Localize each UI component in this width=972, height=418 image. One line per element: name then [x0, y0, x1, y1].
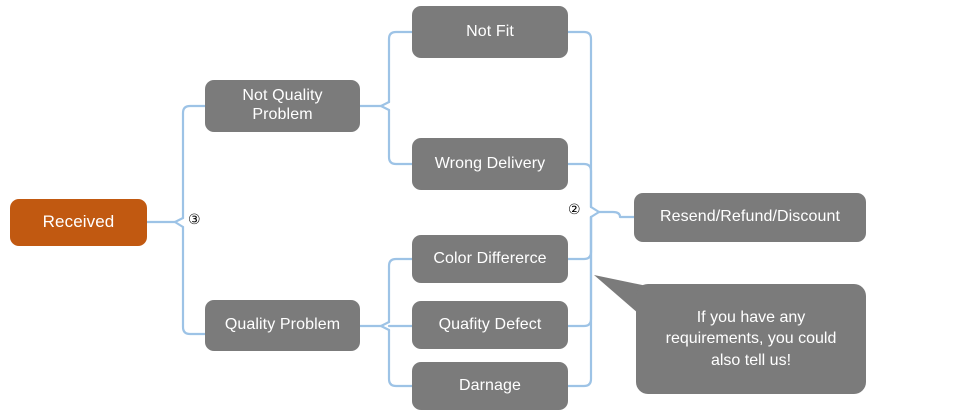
node-received-label: Received: [42, 212, 115, 232]
connector-qp-to-damage: [387, 328, 414, 388]
node-not-fit[interactable]: Not Fit: [412, 6, 568, 58]
connector-color-to-spine: [566, 215, 593, 261]
connector-nqp-stub: [358, 100, 391, 108]
node-wrong-delivery-label: Wrong Delivery: [434, 154, 546, 172]
connector-left-spine: [181, 104, 207, 220]
connector-wrongdelivery-to-spine: [566, 162, 593, 209]
node-damage[interactable]: Darnage: [412, 362, 568, 410]
connector-left-spine-lower: [181, 225, 207, 336]
connector-spine-to-outcome: [589, 205, 636, 219]
callout-text: If you have any requirements, you could …: [665, 309, 837, 369]
node-color-difference[interactable]: Color Differerce: [412, 235, 568, 283]
node-quality-defect-label: Quafity Defect: [438, 315, 542, 333]
node-quality-problem-label: Quality Problem: [224, 316, 341, 334]
node-resend-refund-discount-label: Resend/Refund/Discount: [659, 208, 841, 226]
connector-nqp-stub-lower: [379, 104, 391, 112]
marker-two: ②: [568, 202, 581, 218]
connector-damage-to-spine: [566, 215, 593, 388]
connector-qp-stub-lower: [379, 324, 391, 332]
node-not-quality-problem[interactable]: Not Quality Problem: [205, 80, 360, 132]
node-received[interactable]: Received: [10, 199, 147, 246]
connector-nqp-to-wrongdelivery: [387, 108, 414, 166]
node-color-difference-label: Color Differerce: [433, 249, 547, 267]
connector-root-stub: [145, 216, 185, 224]
node-wrong-delivery[interactable]: Wrong Delivery: [412, 138, 568, 190]
connector-nqp-to-notfit: [387, 30, 414, 104]
connector-notfit-to-spine: [566, 30, 593, 209]
connector-qp-to-color: [387, 257, 414, 324]
marker-three: ③: [188, 212, 201, 228]
connector-root-stub-lower: [173, 220, 185, 229]
connector-qp-stub: [358, 320, 391, 328]
connector-defect-to-spine: [566, 215, 593, 328]
node-not-fit-label: Not Fit: [466, 22, 514, 40]
node-quality-problem[interactable]: Quality Problem: [205, 300, 360, 351]
node-resend-refund-discount[interactable]: Resend/Refund/Discount: [634, 193, 866, 242]
node-damage-label: Darnage: [458, 376, 522, 394]
callout-bubble: If you have any requirements, you could …: [636, 284, 866, 394]
node-quality-defect[interactable]: Quafity Defect: [412, 301, 568, 349]
node-not-quality-problem-label: Not Quality Problem: [242, 87, 323, 123]
connector-spine-to-outcome-lower: [589, 210, 601, 219]
